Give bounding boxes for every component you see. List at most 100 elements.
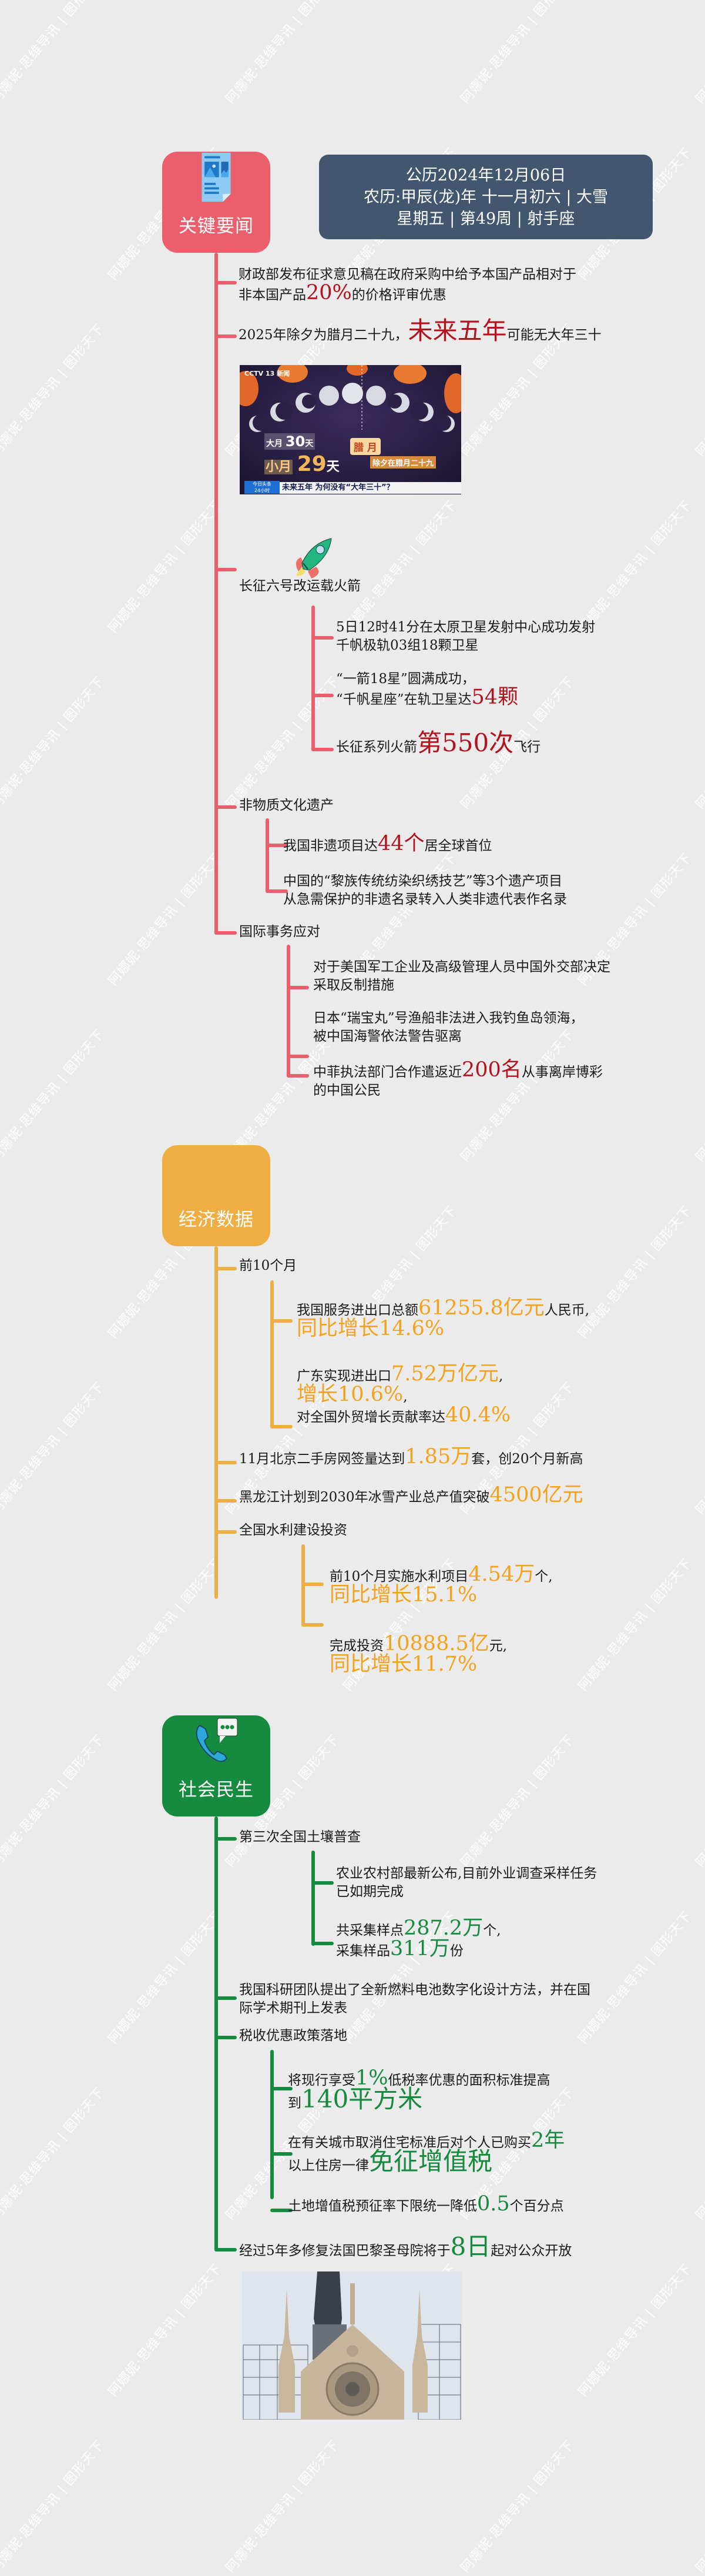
highlight-value: 1.85万 xyxy=(405,1445,472,1468)
watermark-text: 阿娜妮·思维导讯 | 图形天下 xyxy=(693,2085,705,2223)
branch-line xyxy=(311,694,334,697)
branch-line xyxy=(214,334,237,338)
small-month-label: 小月 29天 xyxy=(264,452,340,476)
tax-low-rate: 将现行享受1%低税率优惠的面积标准提高 到140平方米 xyxy=(288,2066,550,2113)
watermark-text: 阿娜妮·思维导讯 | 图形天下 xyxy=(106,1908,225,2047)
beijing-housing: 11月北京二手房网签量达到1.85万套，创20个月新高 xyxy=(239,1445,583,1468)
watermark-text: 阿娜妮·思维导讯 | 图形天下 xyxy=(693,0,705,107)
soil-survey-status: 农业农村部最新公布,目前外业调查采样任务 已如期完成 xyxy=(336,1866,597,1899)
branch-line xyxy=(214,1267,237,1270)
branch-line xyxy=(270,2152,293,2156)
highlight-value: 同比增长14.6% xyxy=(297,1317,445,1340)
branch-line xyxy=(311,1881,334,1885)
services-trade: 我国服务进出口总额61255.8亿元人民币, 同比增长14.6% xyxy=(297,1296,590,1340)
branch-line xyxy=(214,2036,237,2039)
watermark-text: 阿娜妮·思维导讯 | 图形天下 xyxy=(106,497,225,636)
rocket-subtree-line xyxy=(311,605,315,751)
branch-line xyxy=(214,1996,237,2000)
highlight-value: 同比增长11.7% xyxy=(330,1652,478,1676)
branch-line xyxy=(287,1055,309,1058)
watermark-text: 阿娜妮·思维导讯 | 图形天下 xyxy=(693,322,705,460)
highlight-value: 311万 xyxy=(390,1937,450,1961)
highlight-value: 2年 xyxy=(531,2129,565,2152)
branch-line xyxy=(214,931,237,935)
branch-line xyxy=(214,2248,237,2252)
watermark-text: 阿娜妮·思维导讯 | 图形天下 xyxy=(106,1555,225,1694)
first10-topic-title: 前10个月 xyxy=(239,1258,297,1273)
watermark-text: 阿娜妮·思维导讯 | 图形天下 xyxy=(0,0,108,107)
tax-topic-title: 税收优惠政策落地 xyxy=(239,2028,347,2043)
watermark-text: 阿娜妮·思维导讯 | 图形天下 xyxy=(0,674,108,812)
highlight-value: 4.54万 xyxy=(468,1563,535,1586)
watermark-text: 阿娜妮·思维导讯 | 图形天下 xyxy=(576,497,695,636)
branch-line xyxy=(214,1530,237,1534)
lunar-date: 农历:甲辰(龙)年 十一月初六 | 大雪 xyxy=(363,188,608,206)
watermark-text: 阿娜妮·思维导讯 | 图形天下 xyxy=(0,321,108,460)
soil-subtree-line xyxy=(311,1851,315,1946)
news-item-procurement: 财政部发布征求意见稿在政府采购中给予本国产品相对于 非本国产品20%的价格评审优… xyxy=(239,267,576,305)
heritage-subtree-line xyxy=(266,818,269,893)
watermark-text: 阿娜妮·思维导讯 | 图形天下 xyxy=(0,2437,108,2576)
week-info: 星期五 | 第49周 | 射手座 xyxy=(397,209,575,228)
branch-line xyxy=(270,2087,293,2090)
watermark-text: 阿娜妮·思维导讯 | 图形天下 xyxy=(576,1555,695,1694)
date-info-box: 公历2024年12月06日 农历:甲辰(龙)年 十一月初六 | 大雪 星期五 |… xyxy=(319,155,653,239)
watermark-text: 阿娜妮·思维导讯 | 图形天下 xyxy=(458,1732,578,1871)
watermark-text: 阿娜妮·思维导讯 | 图形天下 xyxy=(223,674,343,812)
heritage-topic-title: 非物质文化遗产 xyxy=(239,798,334,813)
highlight-value: 10888.5亿 xyxy=(384,1632,489,1655)
soil-topic-title: 第三次全国土壤普查 xyxy=(239,1829,361,1845)
watermark-text: 阿娜妮·思维导讯 | 图形天下 xyxy=(0,1379,108,1518)
notre-dame-reopening: 经过5年多修复法国巴黎圣母院将于8日起对公众开放 xyxy=(239,2232,572,2261)
watermark-text: 阿娜妮·思维导讯 | 图形天下 xyxy=(223,0,343,107)
highlight-value: 61255.8亿元 xyxy=(418,1296,545,1320)
news-category-card: 关键要闻 xyxy=(162,152,270,253)
cathedral-illustration xyxy=(242,2271,462,2420)
rocket-icon xyxy=(296,538,332,578)
social-trunk-line xyxy=(214,1816,218,2252)
branch-line xyxy=(301,1623,324,1627)
cctv-logo: CCTV 13 新闻 xyxy=(244,370,290,377)
branch-line xyxy=(270,2209,293,2212)
branch-line xyxy=(214,568,237,571)
big-month-label: 大月 30天 xyxy=(264,433,315,450)
watermark-text: 阿娜妮·思维导讯 | 图形天下 xyxy=(223,2437,343,2576)
watermark-text: 阿娜妮·思维导讯 | 图形天下 xyxy=(106,850,225,989)
heilongjiang-ice: 黑龙江计划到2030年冰雪产业总产值突破4500亿元 xyxy=(239,1483,583,1507)
branch-line xyxy=(266,844,288,847)
rocket-launch-detail: 5日12时41分在太原卫星发射中心成功发射 千帆极轨03组18颗卫星 xyxy=(336,620,596,653)
watermark-text: 阿娜妮·思维导讯 | 图形天下 xyxy=(0,2085,108,2223)
fuel-cell-research: 我国科研团队提出了全新燃料电池数字化设计方法，并在国 际学术期刊上发表 xyxy=(239,1982,590,2016)
branch-line xyxy=(270,1425,293,1428)
highlight-value: 7.52万亿元 xyxy=(391,1362,499,1386)
watermark-text: 阿娜妮·思维导讯 | 图形天下 xyxy=(0,1732,108,1871)
watermark-text: 阿娜妮·思维导讯 | 图形天下 xyxy=(576,1908,695,2047)
intl-countermeasures: 对于美国军工企业及高级管理人员中国外交部决定 采取反制措施 xyxy=(313,959,610,993)
branch-line xyxy=(311,748,334,751)
news-category-title: 关键要闻 xyxy=(179,216,254,237)
water-investment: 完成投资10888.5亿元, 同比增长11.7% xyxy=(330,1632,508,1676)
highlight-value: 20% xyxy=(306,281,352,305)
intl-topic-title: 国际事务应对 xyxy=(239,924,320,939)
heritage-transfer: 中国的“黎族传统纺染织绣技艺”等3个遗产项目 从急需保护的非遗名录转入人类非遗代… xyxy=(283,874,567,907)
water-topic-title: 全国水利建设投资 xyxy=(239,1523,347,1538)
economy-category-card: 经济数据 xyxy=(162,1145,270,1246)
watermark-text: 阿娜妮·思维导讯 | 图形天下 xyxy=(458,2437,578,2576)
watermark-text: 阿娜妮·思维导讯 | 图形天下 xyxy=(0,1026,108,1165)
watermark-text: 阿娜妮·思维导讯 | 图形天下 xyxy=(693,1380,705,1518)
lamonth-tag: 腊 月 xyxy=(350,438,381,455)
intl-subtree-line xyxy=(287,945,290,1078)
phone-chat-icon xyxy=(196,1718,238,1762)
branch-line xyxy=(214,1837,237,1841)
cctv-moon-image: CCTV 13 新闻 大月 30天 小月 29天 腊 月 除夕在腊月二十九 今日… xyxy=(240,365,461,494)
branch-line xyxy=(311,636,334,640)
news-item-new-year-eve: 2025年除夕为腊月二十九，未来五年可能无大年三十 xyxy=(239,316,602,345)
watermark-text: 阿娜妮·思维导讯 | 图形天下 xyxy=(693,1732,705,1871)
highlight-value: 增长10.6% xyxy=(297,1383,404,1406)
branch-line xyxy=(214,1461,237,1464)
watermark-text: 阿娜妮·思维导讯 | 图形天下 xyxy=(576,2261,695,2400)
tax-subtree-line xyxy=(270,2050,274,2199)
branch-line xyxy=(270,1319,293,1323)
image-caption: 未来五年 为何没有“大年三十”？ xyxy=(280,482,461,494)
